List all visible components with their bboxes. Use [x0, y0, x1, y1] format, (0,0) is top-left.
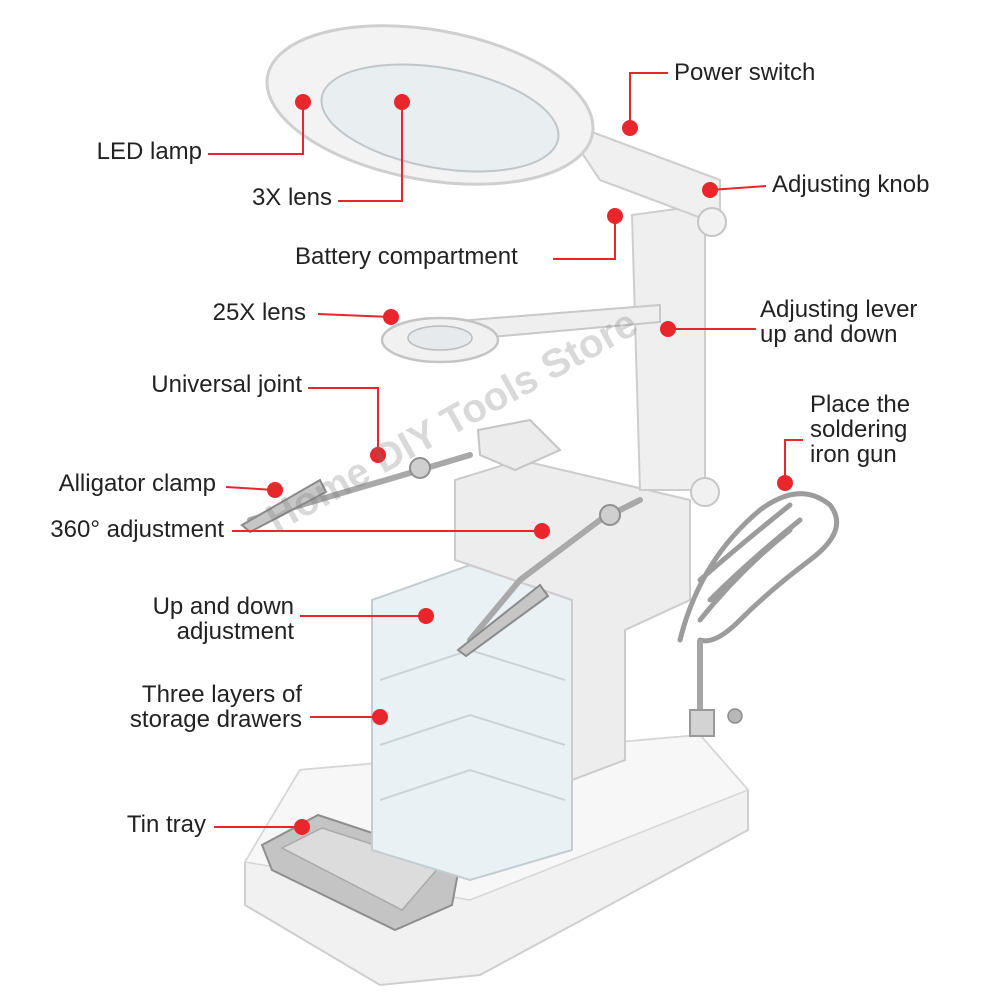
label-storage-line1: Three layers of	[141, 681, 302, 708]
callout-line-lens-3x	[338, 102, 403, 202]
callout-dot-alligator-clamp	[267, 482, 283, 498]
callout-line-soldering-holder	[784, 439, 803, 483]
label-tin-tray: Tin tray	[126, 811, 206, 838]
label-up-down-adjustment: Up and down adjustment	[132, 594, 294, 644]
callout-dot-power-switch	[622, 120, 638, 136]
label-storage-line2: storage drawers	[129, 706, 302, 733]
label-up-down-line2: adjustment	[176, 618, 294, 645]
callout-line-universal-joint	[308, 387, 379, 455]
callout-line-led-lamp	[208, 102, 304, 155]
callout-dot-battery-compartment	[607, 208, 623, 224]
label-adjusting-knob: Adjusting knob	[772, 171, 930, 198]
label-adjusting-lever-line2: up and down	[760, 321, 898, 348]
device-body-shape	[454, 458, 691, 782]
callout-dot-storage-drawers	[372, 709, 388, 725]
label-25x-lens: 25X lens	[212, 299, 306, 326]
callout-dot-lens-25x	[383, 309, 399, 325]
callout-dot-adjustment-360	[534, 523, 550, 539]
callout-dot-led-lamp	[295, 94, 311, 110]
callout-dot-adjusting-knob	[702, 182, 718, 198]
label-battery-compartment: Battery compartment	[295, 243, 518, 270]
alligator-clip-left	[240, 478, 328, 534]
label-soldering-line3: iron gun	[810, 441, 897, 468]
callout-dot-adjusting-lever	[660, 321, 676, 337]
label-soldering-line1: Place the	[810, 391, 911, 418]
callout-dot-lens-3x	[394, 94, 410, 110]
label-up-down-line1: Up and down	[152, 593, 294, 620]
label-adjusting-lever: Adjusting lever up and down	[760, 297, 960, 347]
label-soldering-holder: Place the soldering iron gun	[810, 392, 960, 467]
label-universal-joint: Universal joint	[151, 371, 302, 398]
big-magnifier-lens	[320, 63, 560, 173]
joint-right	[599, 504, 621, 526]
label-power-switch: Power switch	[674, 59, 816, 86]
label-adjusting-lever-line1: Adjusting lever	[760, 296, 918, 323]
callout-line-alligator-clamp	[225, 486, 276, 491]
label-led-lamp: LED lamp	[96, 138, 202, 165]
callout-dot-up-down-adjustment	[418, 608, 434, 624]
callout-line-adjusting-knob	[709, 185, 767, 191]
callout-dot-universal-joint	[370, 447, 386, 463]
label-alligator-clamp: Alligator clamp	[58, 470, 216, 497]
soldering-spring	[677, 491, 840, 644]
label-3x-lens: 3X lens	[251, 184, 332, 211]
clamp-block	[476, 418, 562, 472]
drawer-tower-shape	[371, 563, 573, 882]
callout-dot-tin-tray	[294, 819, 310, 835]
knob-shape	[697, 207, 727, 237]
alligator-clip-right	[456, 583, 550, 658]
label-storage-drawers: Three layers of storage drawers	[104, 682, 302, 732]
callout-line-lens-25x	[317, 313, 392, 318]
label-360-adjustment: 360° adjustment	[50, 516, 224, 543]
support-post-shape	[630, 203, 706, 491]
callout-line-battery-compartment	[553, 216, 616, 260]
joint-left	[409, 457, 431, 479]
callout-line-power-switch	[629, 72, 668, 128]
label-soldering-line2: soldering	[810, 416, 908, 443]
callout-dot-soldering-holder	[777, 475, 793, 491]
